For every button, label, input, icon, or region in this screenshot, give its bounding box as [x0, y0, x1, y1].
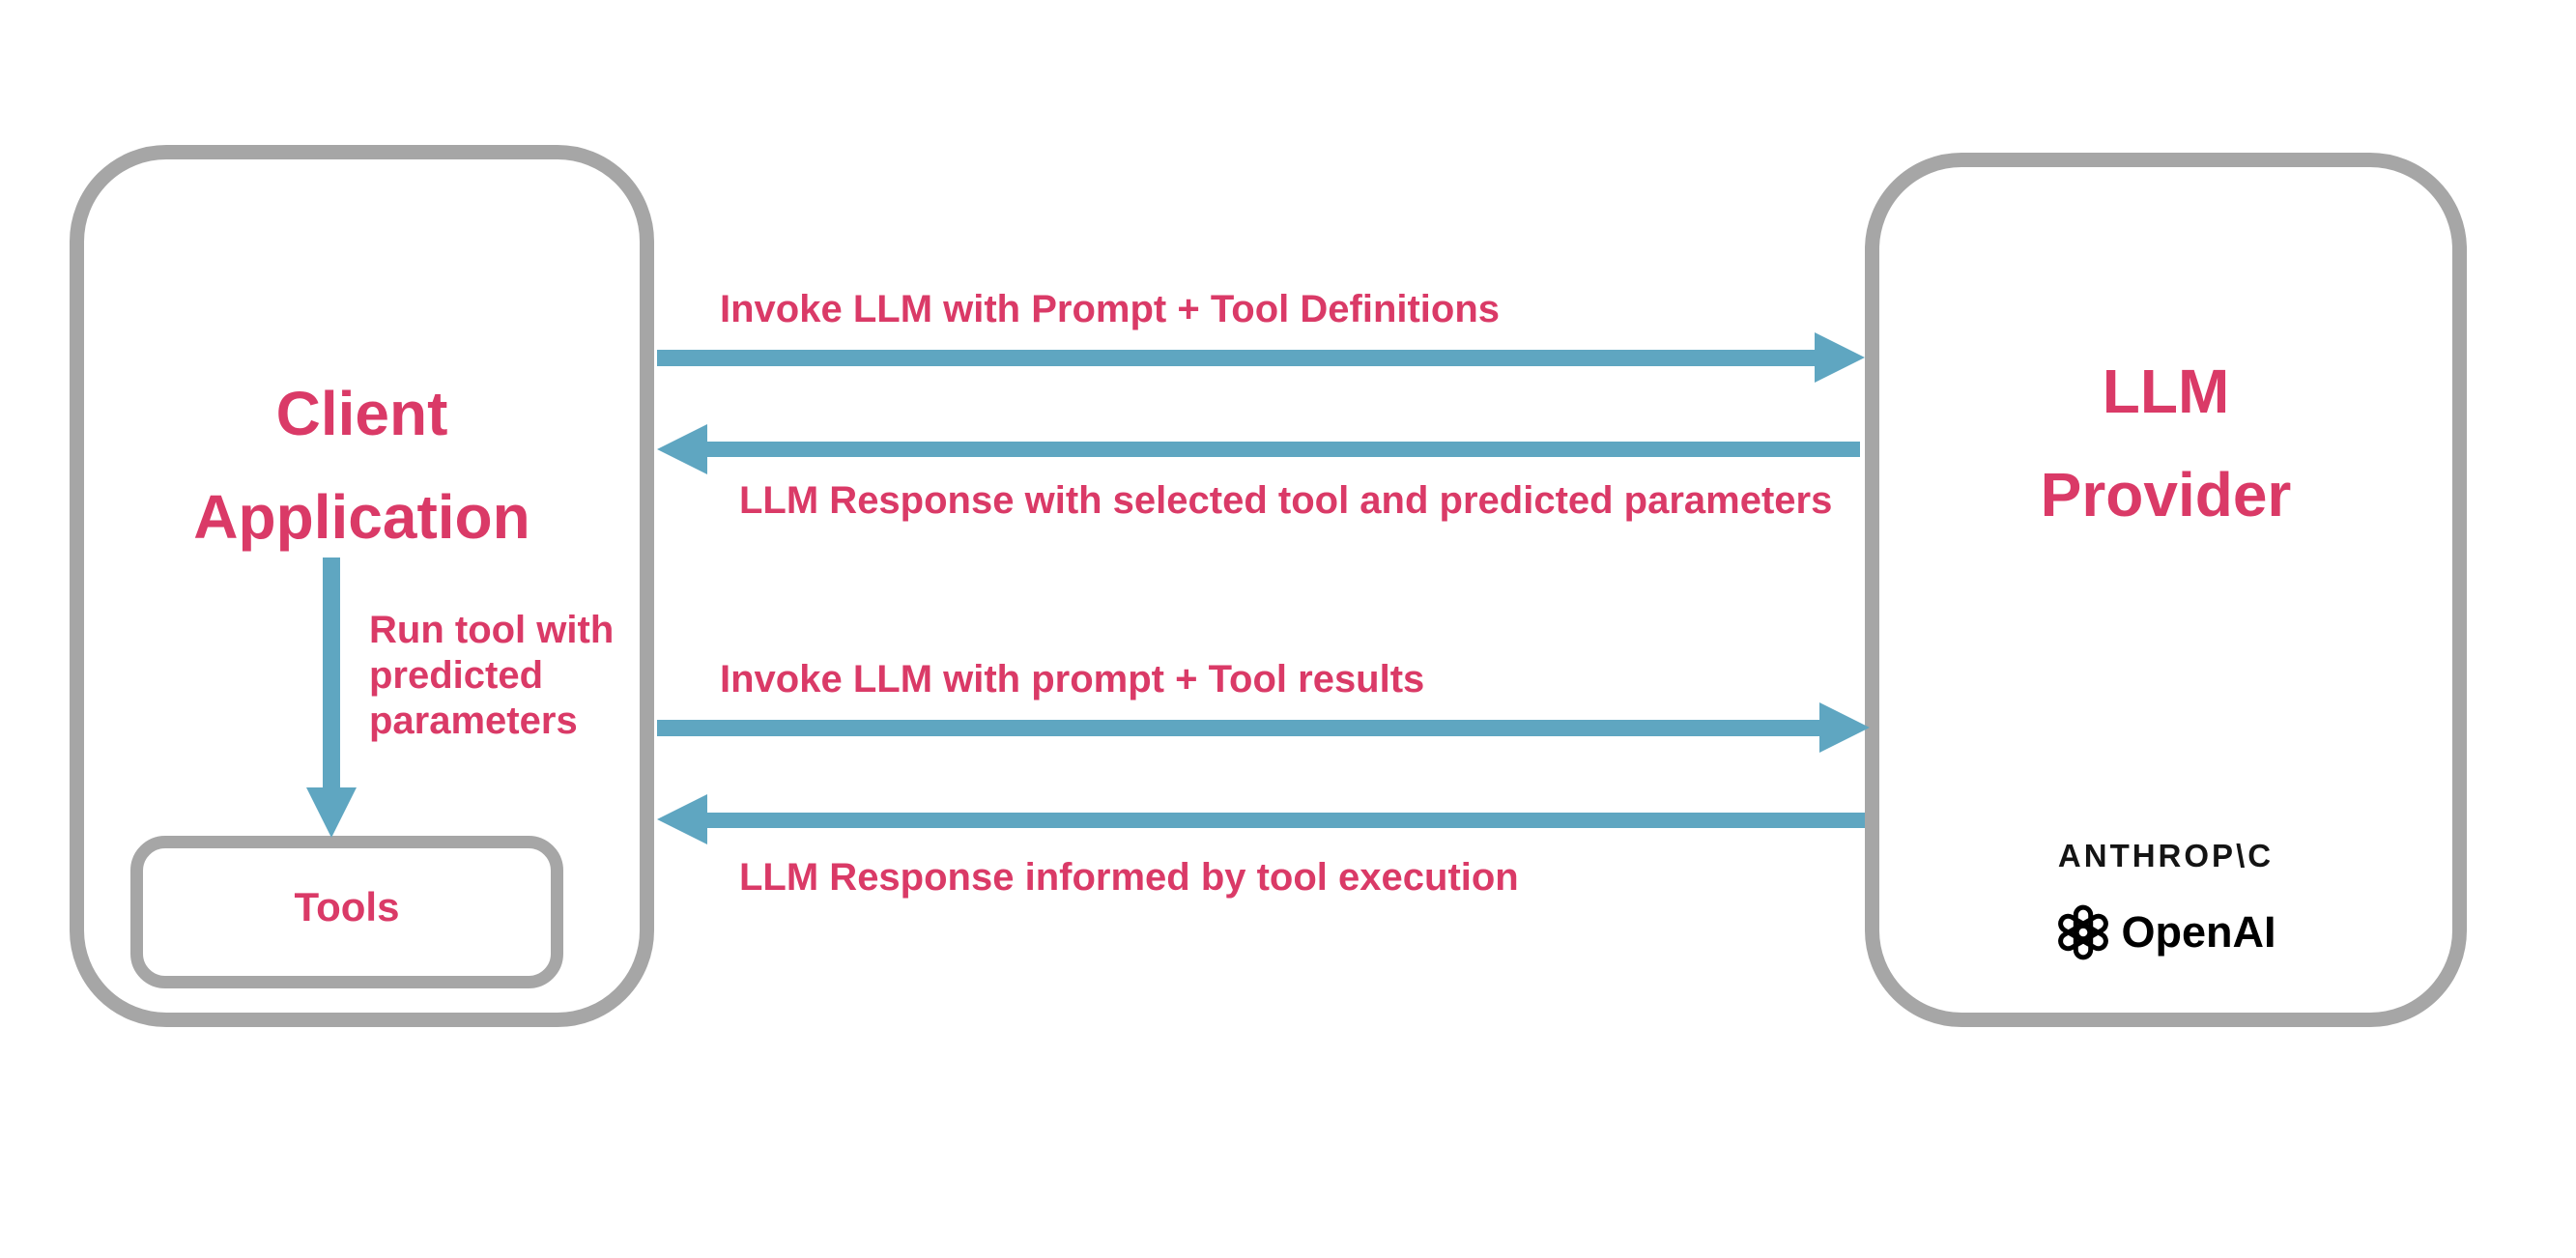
message-label-response-selected-tool: LLM Response with selected tool and pred…: [739, 479, 1833, 522]
arrow-run-tool-bar: [323, 558, 340, 789]
llm-provider-title: LLM Provider: [1865, 340, 2467, 547]
arrowhead: [657, 794, 707, 844]
provider-title-line2: Provider: [2040, 460, 2292, 529]
arrow-invoke-definitions-bar: [657, 350, 1815, 366]
arrowhead: [306, 787, 357, 838]
openai-logo-text: OpenAI: [2121, 907, 2276, 957]
run-tool-label-line2: predicted: [369, 654, 544, 697]
client-title-line1: Client: [275, 379, 448, 448]
tools-label: Tools: [294, 884, 400, 929]
arrow-response-selected-tool-bar: [707, 442, 1860, 457]
openai-logo-icon: [2058, 904, 2109, 960]
llm-provider-box: [1865, 153, 2467, 1027]
message-label-response-tool-execution: LLM Response informed by tool execution: [739, 856, 1519, 899]
run-tool-label-line3: parameters: [369, 700, 578, 742]
arrowhead: [1815, 332, 1865, 383]
anthropic-logo: ANTHROP\C: [2057, 838, 2275, 873]
run-tool-label-line1: Run tool with: [369, 609, 615, 651]
message-label-invoke-tool-results: Invoke LLM with prompt + Tool results: [720, 658, 1425, 700]
arrow-invoke-tool-results-bar: [657, 720, 1819, 736]
openai-logo: OpenAI: [1865, 904, 2467, 960]
provider-title-line1: LLM: [2102, 357, 2230, 426]
arrow-response-tool-execution-bar: [707, 813, 1865, 828]
client-title-line2: Application: [193, 482, 530, 552]
message-label-invoke-definitions: Invoke LLM with Prompt + Tool Definition…: [720, 288, 1501, 330]
client-application-title: Client Application: [70, 362, 654, 569]
arrowhead: [1819, 702, 1870, 753]
arrowhead: [657, 424, 707, 474]
tools-box: [130, 836, 563, 988]
run-tool-label: Run tool with predicted parameters: [369, 608, 614, 744]
